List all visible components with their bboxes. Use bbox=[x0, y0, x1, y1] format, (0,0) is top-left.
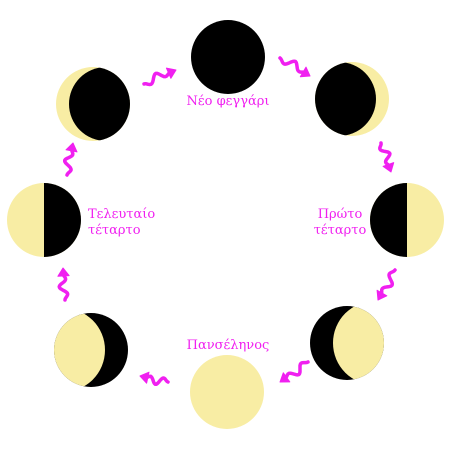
wavy-arrow-icon bbox=[142, 374, 170, 387]
arrow-head-icon bbox=[279, 372, 291, 383]
arrow-head-icon bbox=[299, 66, 311, 78]
wavy-arrow-icon bbox=[62, 145, 75, 177]
arrow-head-icon bbox=[65, 142, 78, 153]
arrow-head-icon bbox=[57, 267, 70, 277]
arrow-head-icon bbox=[382, 162, 395, 173]
wavy-arrow-icon bbox=[278, 56, 308, 76]
arrow-head-icon bbox=[165, 67, 177, 79]
wavy-arrow-icon bbox=[378, 268, 397, 298]
waxing-gibbous-phase bbox=[310, 306, 384, 380]
label-last-quarter-line1: Τελευταίο bbox=[88, 207, 156, 222]
label-first-quarter-line1: Πρώτο bbox=[317, 207, 363, 222]
waning-gibbous-phase bbox=[54, 313, 128, 387]
wavy-arrow-icon bbox=[57, 271, 70, 302]
first-quarter-phase bbox=[370, 183, 444, 257]
full-moon-phase bbox=[190, 355, 264, 429]
wavy-arrow-icon bbox=[378, 141, 392, 170]
label-full-moon: Πανσέληνος bbox=[186, 338, 270, 353]
wavy-arrow-icon bbox=[142, 70, 174, 87]
wavy-arrow-icon bbox=[282, 360, 310, 381]
arrow-head-icon bbox=[376, 289, 388, 301]
waning-crescent-phase bbox=[56, 67, 130, 141]
label-first-quarter-line2: τέταρτο bbox=[313, 223, 367, 238]
last-quarter-phase bbox=[7, 183, 81, 257]
label-last-quarter-line2: τέταρτο bbox=[88, 223, 141, 238]
label-new-moon: Νέο φεγγάρι bbox=[186, 94, 270, 109]
new-moon-phase bbox=[191, 20, 265, 94]
arrow-head-icon bbox=[139, 371, 150, 384]
waxing-crescent-phase bbox=[315, 62, 389, 136]
